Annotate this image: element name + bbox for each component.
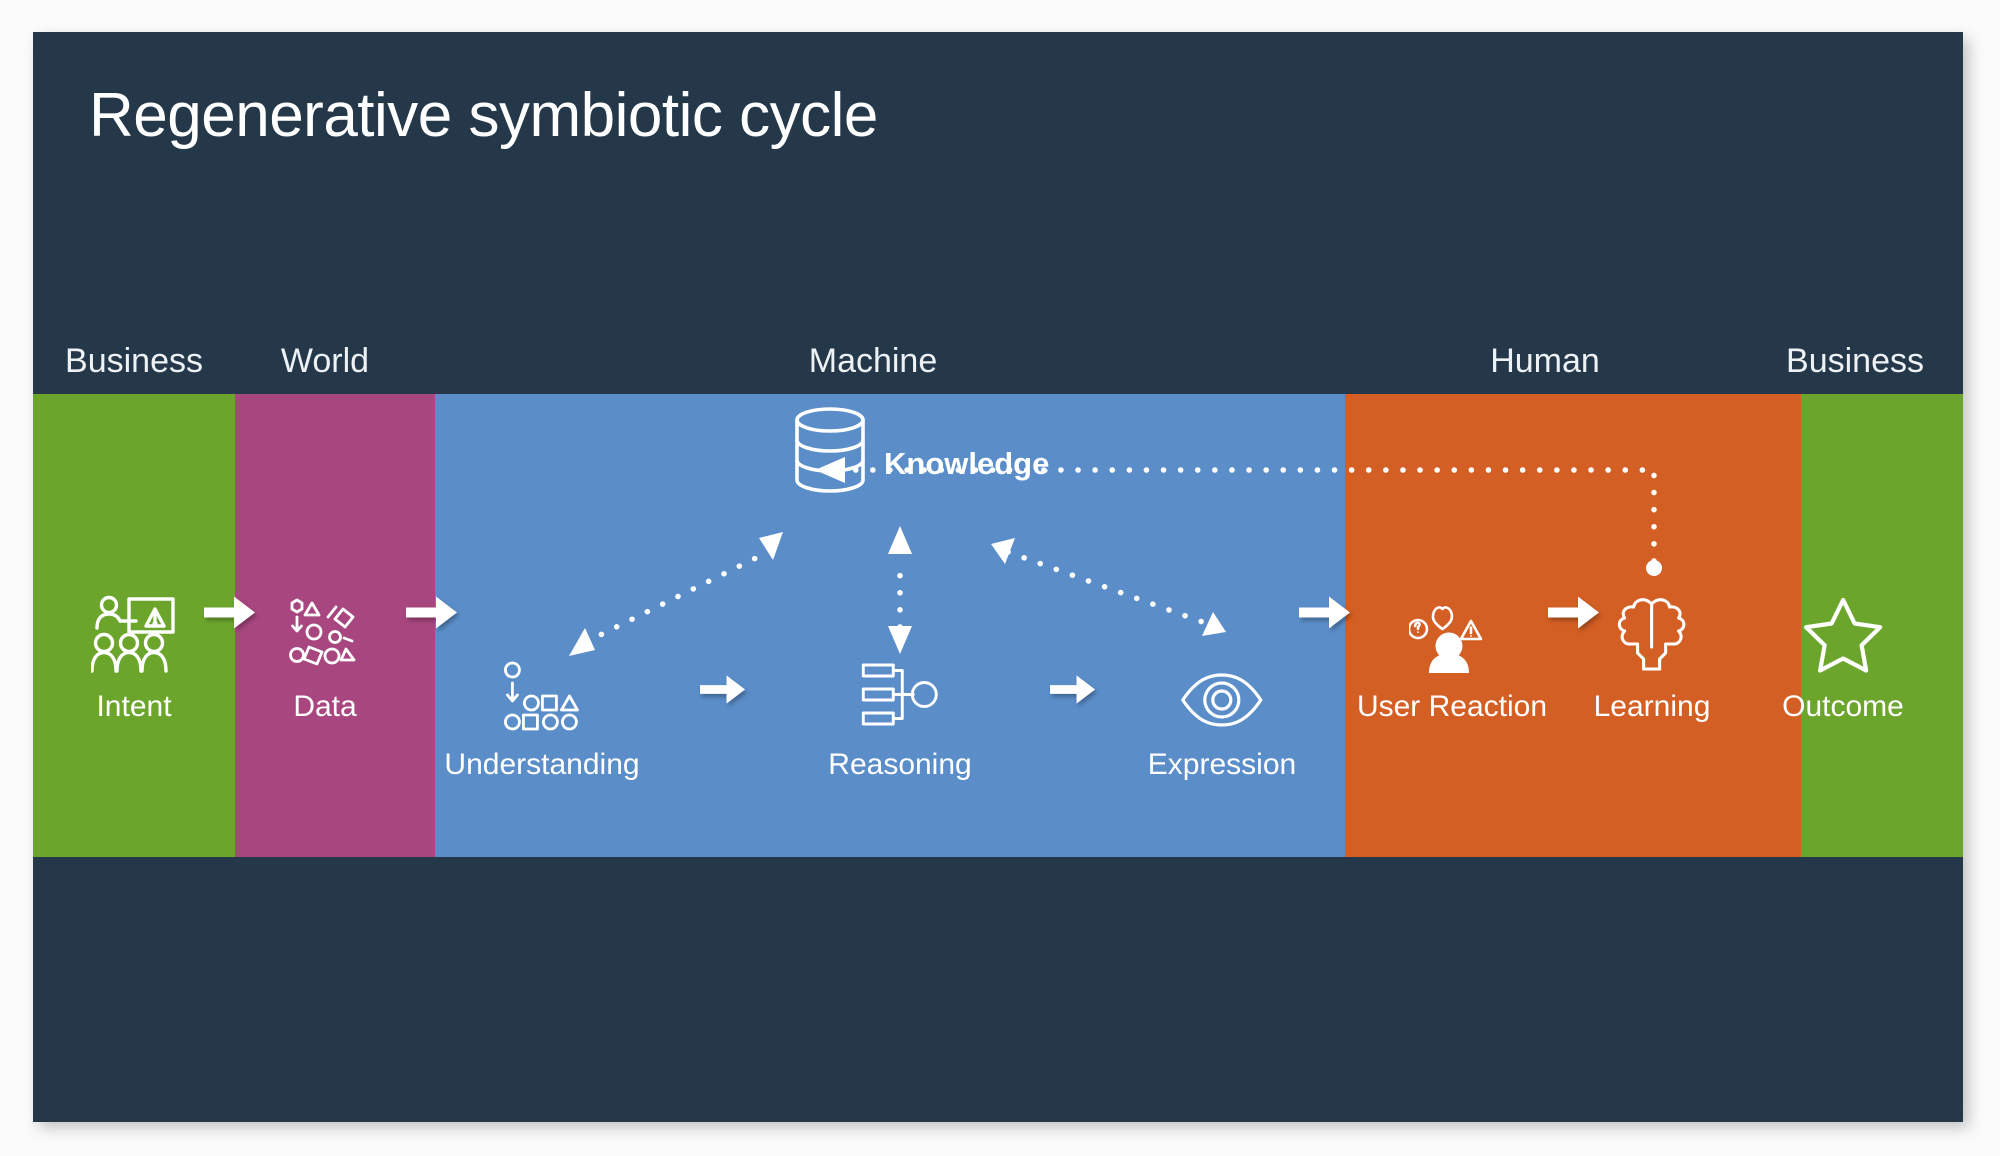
- step-label-learning: Learning: [1593, 690, 1711, 723]
- knowledge-node[interactable]: Knowledge: [790, 406, 1049, 503]
- zone-label-world: World: [280, 342, 370, 380]
- arrow-user-reaction-to-learning: [1548, 594, 1600, 637]
- step-data[interactable]: Data: [286, 594, 364, 724]
- zone-label-human: Human: [1490, 342, 1600, 380]
- step-label-user-reaction: User Reaction: [1356, 690, 1548, 723]
- eye-icon: [1180, 669, 1264, 736]
- zone-label-machine: Machine: [808, 342, 938, 380]
- database-stack-icon: [790, 406, 870, 503]
- step-outcome[interactable]: Outcome: [1782, 594, 1904, 724]
- step-label-outcome: Outcome: [1782, 690, 1904, 723]
- step-label-reasoning: Reasoning: [828, 748, 972, 781]
- step-label-data: Data: [293, 690, 357, 723]
- arrow-understanding-to-reasoning: [700, 673, 746, 712]
- scattered-shapes-icon: [286, 595, 364, 678]
- arrow-data-to-understanding: [406, 594, 458, 637]
- step-label-understanding: Understanding: [444, 748, 640, 781]
- arrow-expression-to-user-reaction: [1299, 594, 1351, 637]
- step-understanding[interactable]: Understanding: [444, 652, 640, 782]
- inference-tree-icon: [861, 659, 939, 736]
- brain-icon: [1614, 595, 1690, 678]
- step-label-intent: Intent: [96, 690, 172, 723]
- page-title: Regenerative symbiotic cycle: [89, 81, 878, 150]
- zone-label-business-right: Business: [1786, 342, 1924, 380]
- arrow-reasoning-to-expression: [1050, 673, 1096, 712]
- band-business-left: [33, 394, 235, 857]
- step-intent[interactable]: Intent: [90, 594, 177, 724]
- step-user-reaction[interactable]: User Reaction: [1357, 594, 1547, 724]
- slide-canvas: Regenerative symbiotic cycle Business Wo…: [33, 32, 1963, 1122]
- step-reasoning[interactable]: Reasoning: [828, 652, 972, 782]
- star-icon: [1802, 595, 1884, 678]
- step-expression[interactable]: Expression: [1148, 652, 1296, 782]
- sorted-shapes-icon: [501, 661, 583, 736]
- band-world: [235, 394, 435, 857]
- step-label-expression: Expression: [1147, 748, 1297, 781]
- knowledge-label: Knowledge: [884, 445, 1050, 481]
- step-learning[interactable]: Learning: [1593, 594, 1711, 724]
- zone-label-business-left: Business: [65, 342, 203, 380]
- arrow-intent-to-data: [204, 594, 256, 637]
- presentation-audience-icon: [90, 595, 177, 678]
- person-reactions-icon: [1407, 595, 1495, 678]
